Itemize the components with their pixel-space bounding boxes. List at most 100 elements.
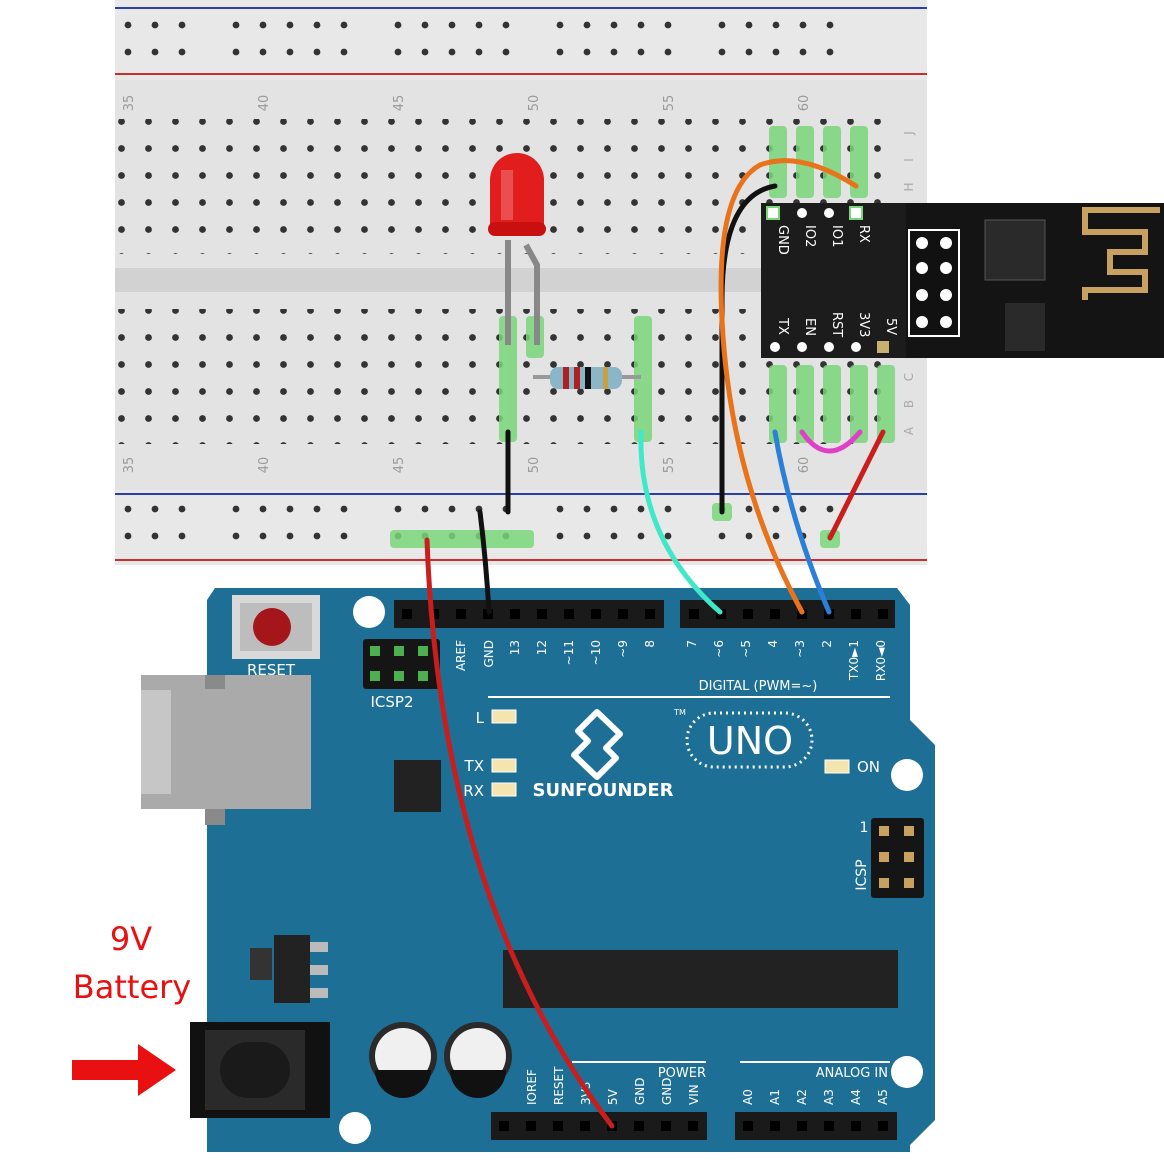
pin-label-gnd: GND <box>482 640 496 668</box>
row-letter: H <box>902 182 916 191</box>
icsp-pin1-label: 1 <box>860 820 869 836</box>
mounting-hole <box>353 596 385 628</box>
pin-label-8: 8 <box>643 640 657 648</box>
wire-cyan-d6 <box>638 429 723 615</box>
column-number: 35 <box>122 95 137 112</box>
pin-label-a3: A3 <box>822 1089 836 1105</box>
pin-label-6: ~6 <box>712 640 726 658</box>
battery-label-line2: Battery <box>73 968 191 1006</box>
wire-blue-d2 <box>772 429 832 615</box>
led-l-label: L <box>476 709 485 727</box>
column-number: 50 <box>527 95 542 112</box>
wires <box>424 158 886 1129</box>
pin-label-a1: A1 <box>768 1089 782 1105</box>
pin-label-3: ~3 <box>793 640 807 658</box>
led-rx <box>491 782 517 797</box>
wire-red-3v3 <box>827 429 886 541</box>
wire-orange-d3 <box>718 158 859 615</box>
pin-label-a2: A2 <box>795 1089 809 1105</box>
pin-label-ioref: IOREF <box>525 1069 539 1105</box>
led-on <box>824 759 850 774</box>
esp-pin-labels-top: GND IO2 IO1 RX <box>775 225 871 255</box>
pin-label-vin: VIN <box>687 1084 701 1105</box>
icsp2-header <box>363 639 440 689</box>
row-letter: I <box>902 158 916 162</box>
pin-label-gnd2: GND <box>660 1077 674 1105</box>
reset-button[interactable] <box>232 595 320 659</box>
pin-label-5v: 5V <box>606 1088 620 1105</box>
esp-pin-io2: IO2 <box>802 225 817 247</box>
esp-pin-rx: RX <box>856 225 871 243</box>
column-number: 45 <box>392 95 407 112</box>
column-number: 35 <box>122 457 137 474</box>
led-tx-label: TX <box>464 757 484 775</box>
esp-pin-en: EN <box>802 318 817 336</box>
wire-magenta-jumper <box>799 429 863 454</box>
wire-red-5v <box>424 537 615 1129</box>
column-number: 40 <box>257 95 272 112</box>
voltage-regulator <box>250 935 328 1003</box>
row-letter: C <box>902 373 916 381</box>
column-number: 60 <box>797 95 812 112</box>
row-letter: J <box>902 131 916 136</box>
power-label: POWER <box>658 1066 706 1081</box>
led-leg-anode <box>523 243 540 345</box>
led-l <box>491 709 517 724</box>
digital-header <box>394 600 895 628</box>
pin-label-4: 4 <box>766 640 780 648</box>
capacitor <box>369 1022 437 1098</box>
esp-pin-rst: RST <box>829 312 844 337</box>
icsp2-label: ICSP2 <box>370 693 413 711</box>
on-label: ON <box>857 758 880 776</box>
column-numbers-bottom: 35 40 45 50 55 60 <box>122 457 812 474</box>
column-number: 55 <box>662 95 677 112</box>
pin-label-10: ~10 <box>589 640 603 665</box>
esp01-wifi-module: GND IO2 IO1 RX TX EN RST 3V3 5V <box>761 203 1164 358</box>
connection-highlights <box>390 126 895 548</box>
pin-label-5: ~5 <box>739 640 753 658</box>
battery-label-line1: 9V <box>110 920 152 958</box>
column-number: 55 <box>662 457 677 474</box>
usb-port <box>141 675 311 825</box>
esp-pin-io1: IO1 <box>829 225 844 247</box>
analog-label: ANALOG IN <box>816 1066 888 1081</box>
column-number: 50 <box>527 457 542 474</box>
esp-pin-3v3: 3V3 <box>856 312 871 337</box>
sunfounder-logo-icon <box>571 709 623 780</box>
mounting-hole <box>339 1112 371 1144</box>
esp-pin-labels-bottom: TX EN RST 3V3 5V <box>775 312 898 337</box>
trademark: TM <box>673 708 686 717</box>
mounting-hole <box>891 759 923 791</box>
led-tx <box>491 758 517 773</box>
column-number: 40 <box>257 457 272 474</box>
power-header <box>491 1112 897 1140</box>
pin-label-12: 12 <box>535 640 549 655</box>
esp-chip <box>984 219 1046 281</box>
esp-pin-5v: 5V <box>883 318 898 335</box>
column-numbers-top: 35 40 45 50 55 60 <box>122 95 812 112</box>
icsp-label: ICSP <box>854 859 870 890</box>
arduino-uno-board: RESET ICSP2 <box>141 588 935 1152</box>
pin-label-0: RX0◄0 <box>874 640 888 681</box>
wire-black-gnd <box>477 509 492 615</box>
pin-label-1: TX0►1 <box>847 640 861 681</box>
column-number: 60 <box>797 457 812 474</box>
column-number: 45 <box>392 457 407 474</box>
pin-label-7: 7 <box>685 640 699 648</box>
esp-pin-gnd: GND <box>775 225 790 255</box>
icsp-header <box>871 818 924 898</box>
pin-label-9: ~9 <box>616 640 630 658</box>
digital-pin-labels: AREF GND 13 12 ~11 ~10 ~9 8 7 ~6 ~5 4 ~3… <box>454 640 888 681</box>
pin-label-2: 2 <box>820 640 834 648</box>
digital-label: DIGITAL (PWM=~) <box>699 679 818 694</box>
row-letter: A <box>902 426 916 435</box>
esp-flash-chip <box>1005 303 1045 351</box>
dc-power-jack[interactable] <box>190 1022 330 1118</box>
atmega-chip <box>503 950 898 1008</box>
led-rx-label: RX <box>463 782 484 800</box>
pin-label-11: ~11 <box>562 640 576 665</box>
row-letter: B <box>902 400 916 408</box>
pin-label-gnd1: GND <box>633 1077 647 1105</box>
pin-label-reset: RESET <box>552 1066 566 1105</box>
